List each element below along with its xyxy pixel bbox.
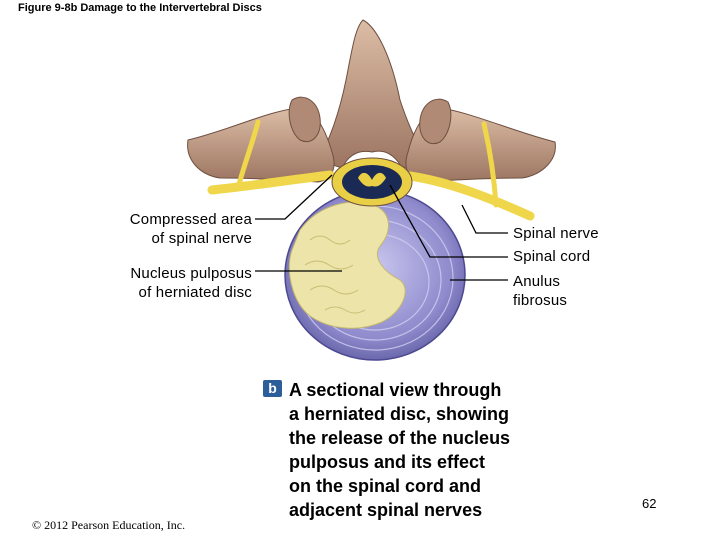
nucleus-texture (304, 235, 366, 314)
gray-matter (358, 172, 386, 187)
right-articular (419, 98, 452, 144)
page-number: 62 (642, 496, 657, 511)
right-spinal-nerve (405, 171, 535, 221)
nucleus-pulposus-label: Nucleus pulposus of herniated disc (130, 265, 252, 301)
copyright-notice: © 2012 Pearson Education, Inc. (32, 518, 186, 532)
left-spinal-nerve (207, 170, 335, 195)
caption-line: pulposus and its effect (289, 452, 486, 472)
left-nerve-root (235, 119, 261, 191)
left-articular (288, 96, 321, 142)
spinous-process (317, 19, 431, 169)
compressed-area-label: Compressed area of spinal nerve (129, 211, 252, 247)
caption-line: the release of the nucleus (289, 428, 511, 448)
caption-line: a herniated disc, showing (289, 404, 510, 424)
figure-part-badge: b (263, 380, 282, 397)
spinal-cord-label: Spinal cord (513, 248, 591, 265)
right-nerve-root (481, 121, 499, 208)
leader-lines (255, 174, 508, 281)
anulus-fibrosus-label: Anulus fibrosus (513, 273, 568, 309)
spinal-nerve-label: Spinal nerve (513, 225, 599, 242)
caption-line: on the spinal cord and (289, 476, 482, 496)
caption-line: A sectional view through (289, 380, 502, 400)
caption-line: adjacent spinal nerves (289, 500, 483, 520)
figure-caption: A sectional view through a herniated dis… (289, 378, 549, 522)
figure-title: Figure 9-8b Damage to the Intervertebral… (18, 2, 262, 14)
